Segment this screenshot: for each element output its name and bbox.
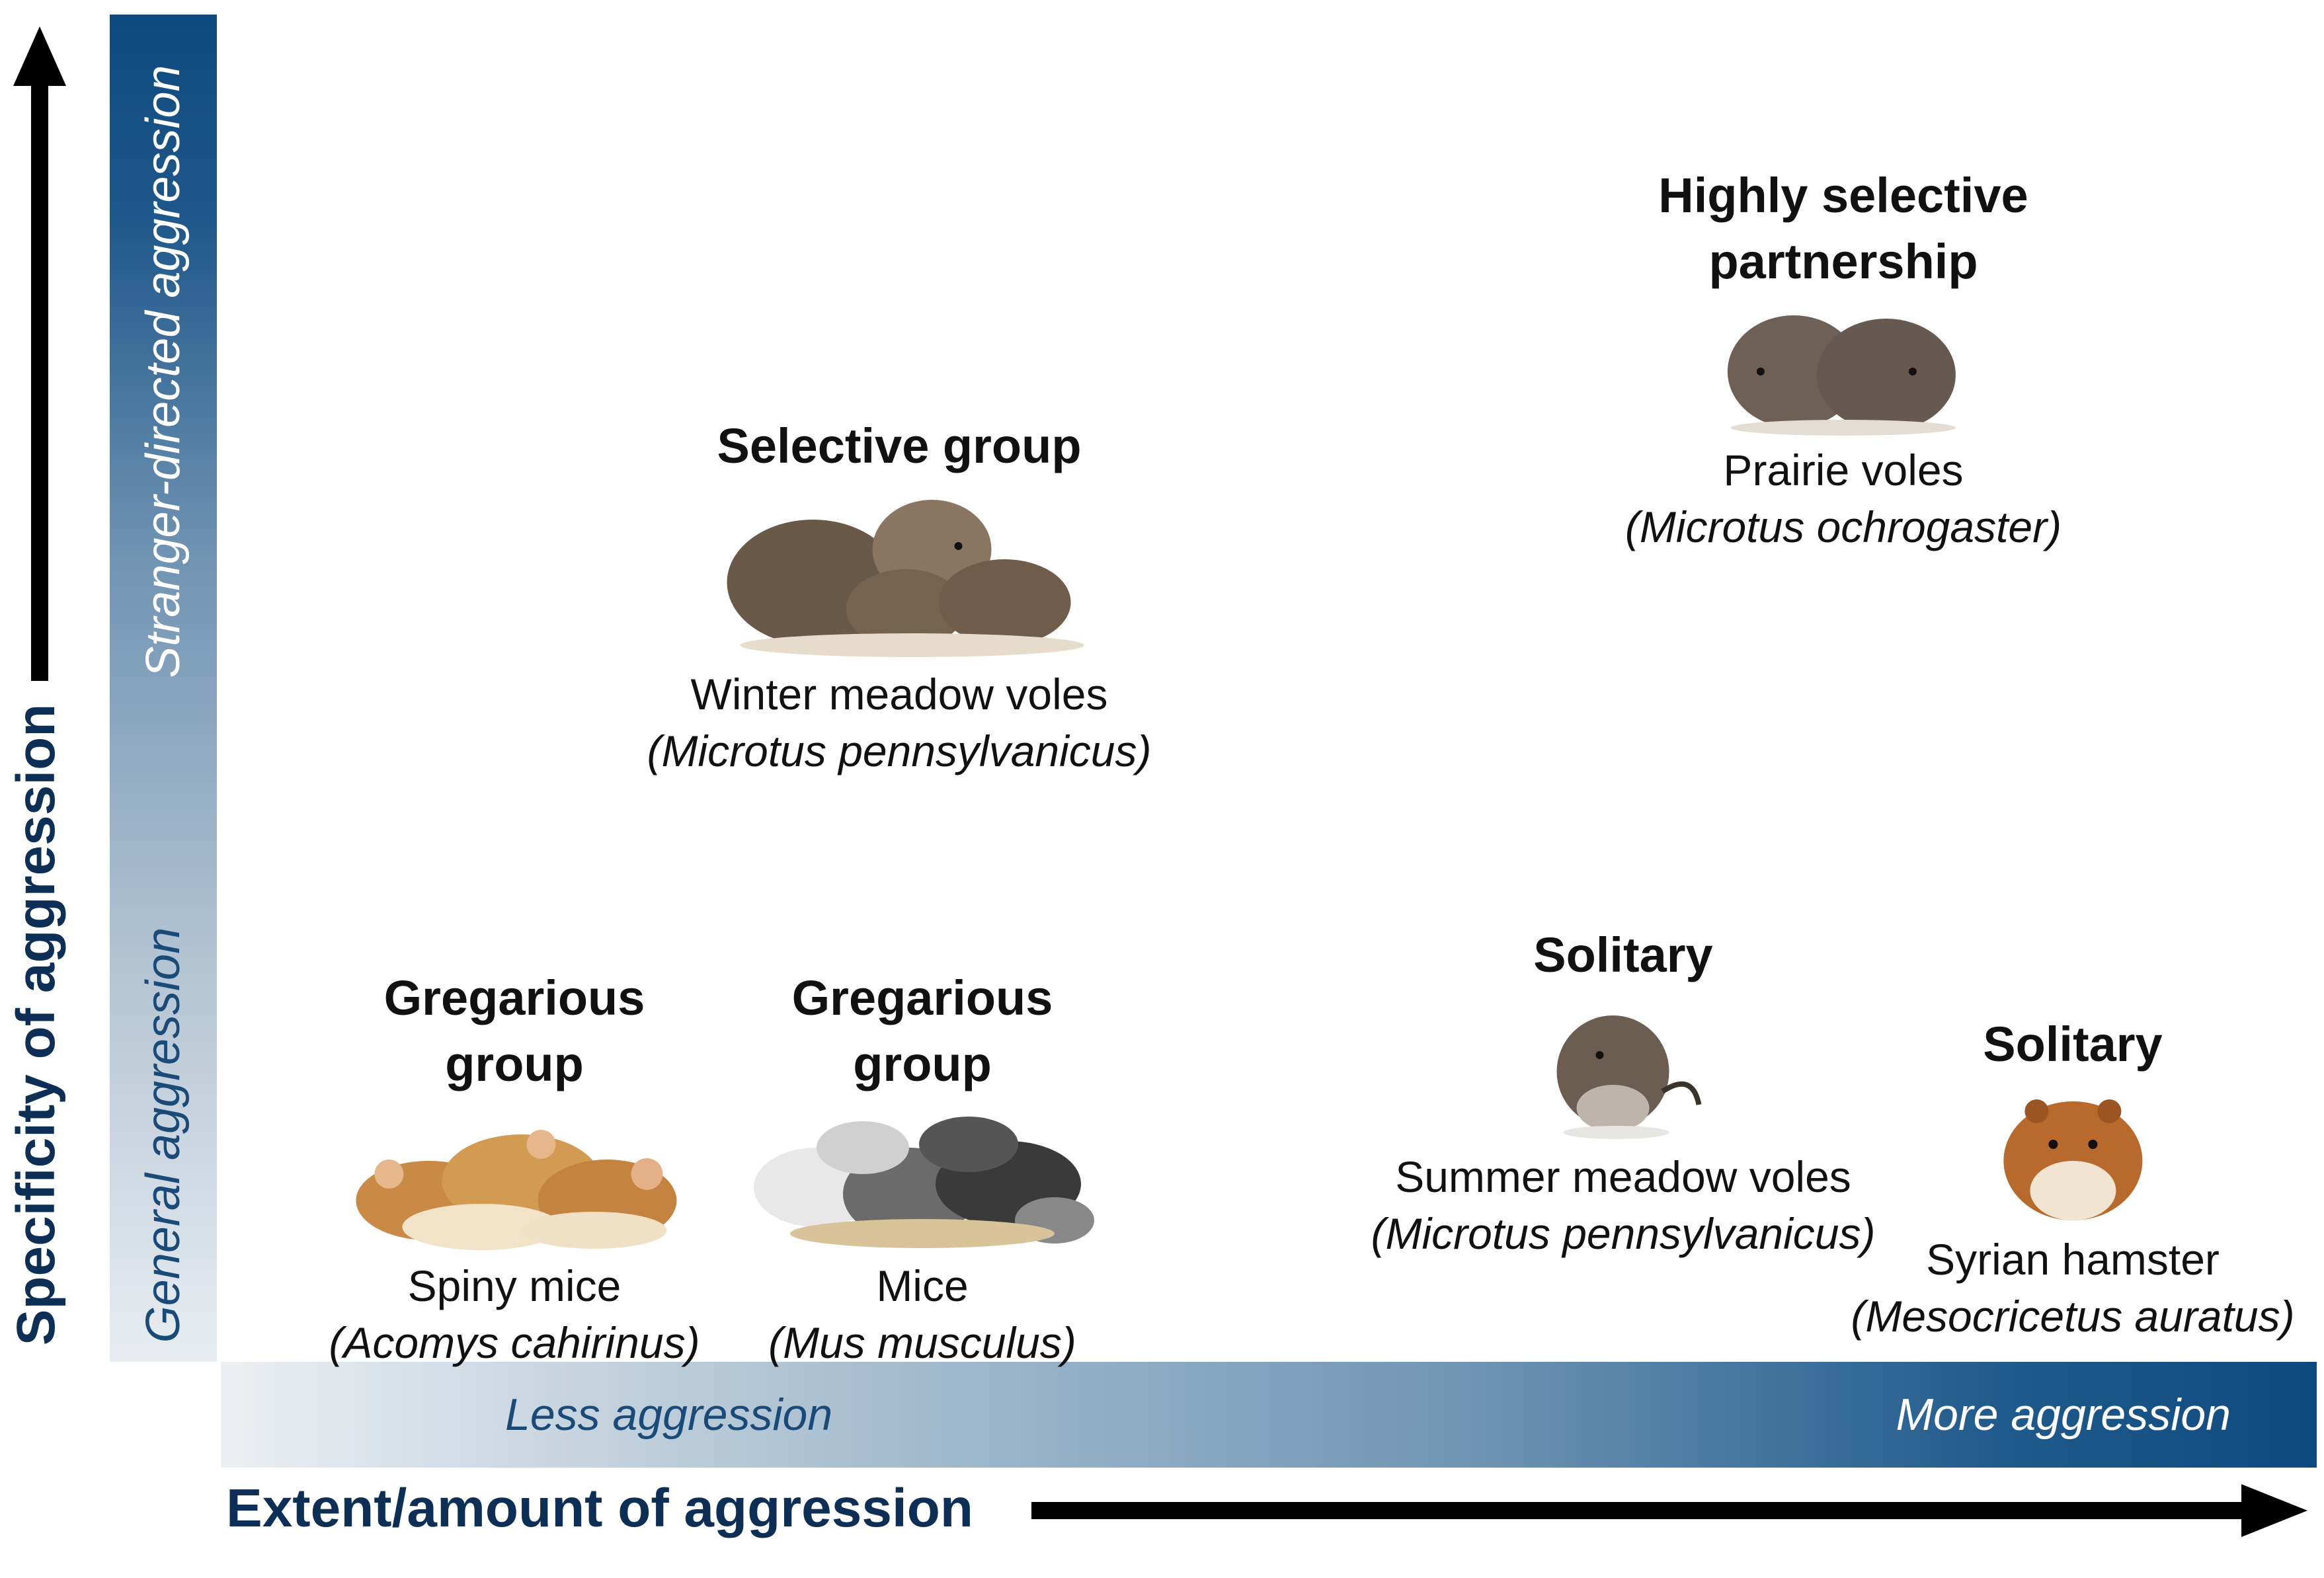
- y-axis-title: Specificity of aggression: [6, 703, 66, 1346]
- meadow-voles-group-icon: [727, 500, 1084, 657]
- mice-group-icon: [754, 1117, 1094, 1248]
- group-title-line2: partnership: [1708, 234, 1978, 289]
- common-name: Mice: [876, 1261, 969, 1310]
- common-name: Syrian hamster: [1926, 1235, 2220, 1284]
- x-bar-right-label: More aggression: [1896, 1390, 2231, 1440]
- prairie-vole-pair-icon: [1727, 315, 1956, 436]
- common-name: Prairie voles: [1723, 446, 1964, 494]
- group-title: Selective group: [717, 418, 1082, 473]
- x-axis-title: Extent/amount of aggression: [226, 1478, 973, 1538]
- y-axis-arrow: [13, 26, 66, 681]
- group-winter-meadow-voles: Selective group Winter meadow voles (Mic…: [647, 413, 1152, 779]
- latin-name: (Microtus pennsylvanicus): [1371, 1209, 1876, 1258]
- x-bar-left-label: Less aggression: [505, 1390, 833, 1440]
- meadow-vole-icon: [1557, 1015, 1702, 1139]
- latin-name: (Microtus ochrogaster): [1624, 502, 2062, 551]
- latin-name: (Mus musculus): [768, 1318, 1076, 1367]
- group-title-line2: group: [853, 1037, 992, 1091]
- group-mice: Gregarious group Mice (Mus musculus): [744, 965, 1101, 1371]
- x-axis-arrow: [1031, 1484, 2307, 1537]
- y-bar-bottom-label: General aggression: [137, 927, 190, 1343]
- group-prairie-voles: Highly selective partnership Prairie vol…: [1625, 163, 2062, 555]
- group-title: Solitary: [1983, 1017, 2163, 1072]
- spiny-mice-group-icon: [355, 1130, 676, 1250]
- common-name: Spiny mice: [407, 1261, 621, 1310]
- syrian-hamster-icon: [2003, 1099, 2142, 1220]
- group-title: Solitary: [1533, 927, 1713, 982]
- latin-name: (Acomys cahirinus): [329, 1318, 700, 1367]
- group-syrian-hamster: Solitary Syrian hamster (Mesocricetus au…: [1851, 1011, 2294, 1345]
- group-spiny-mice: Gregarious group Spiny mice (Acomys cahi…: [329, 965, 700, 1371]
- y-bar-top-label: Stranger-directed aggression: [137, 65, 190, 678]
- x-gradient-bar: Less aggression More aggression: [221, 1362, 2317, 1468]
- group-title-line2: group: [445, 1037, 584, 1091]
- y-gradient-bar: Stranger-directed aggression General agg…: [110, 15, 217, 1362]
- latin-name: (Microtus pennsylvanicus): [647, 727, 1152, 775]
- group-title: Gregarious: [791, 970, 1053, 1025]
- common-name: Winter meadow voles: [690, 670, 1108, 719]
- group-summer-meadow-voles: Solitary Summer meadow voles (Microtus p…: [1371, 922, 1876, 1262]
- group-title: Highly selective: [1658, 168, 2028, 223]
- latin-name: (Mesocricetus auratus): [1851, 1292, 2295, 1341]
- common-name: Summer meadow voles: [1395, 1152, 1851, 1201]
- group-title: Gregarious: [383, 970, 645, 1025]
